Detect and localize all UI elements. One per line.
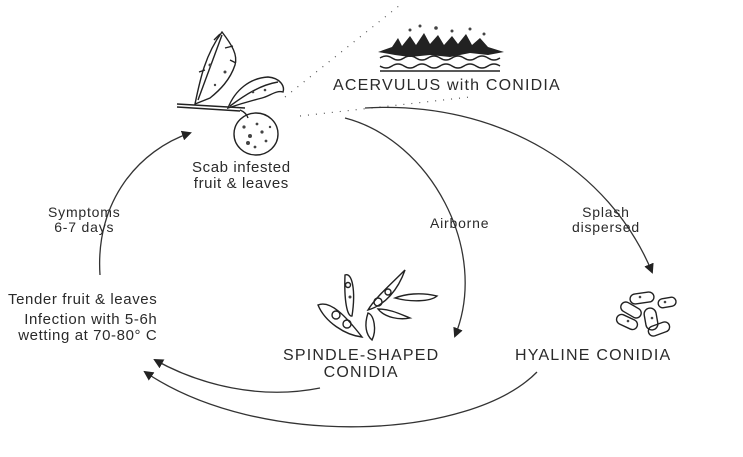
symptoms-line1: Symptoms (48, 204, 121, 220)
spindle-conidia-icon (317, 269, 439, 342)
acervulus-label: ACERVULUS with CONIDIA (333, 77, 561, 94)
scab-label-line1: Scab infested (192, 159, 291, 176)
acervulus-icon (378, 24, 504, 72)
airborne-label: Airborne (430, 215, 490, 231)
spindle-shaped-label: SPINDLE-SHAPED CONIDIA (283, 347, 440, 382)
airborne-arrow (344, 117, 466, 338)
tender-fruit-label: Tender fruit & leaves Infection with 5-6… (8, 292, 157, 343)
splash-dispersed-label: Splash dispersed (572, 205, 640, 234)
tender-line2: Infection with 5-6h (24, 310, 158, 328)
splash-line1: Splash (582, 204, 630, 220)
scab-fruit-icon (233, 112, 279, 156)
magnification-dotted-lines (284, 4, 471, 117)
splash-line2: dispersed (572, 218, 640, 235)
hyaline-conidia-icon (615, 291, 677, 337)
hyaline-to-tender-arrow (143, 370, 538, 428)
scab-label-line2: fruit & leaves (193, 174, 289, 192)
tender-line3: wetting at 70-80° C (18, 326, 158, 344)
splash-arrow (364, 106, 654, 274)
spindle-line1: SPINDLE-SHAPED (283, 347, 440, 364)
tender-line1: Tender fruit & leaves (8, 291, 158, 308)
scab-infested-label: Scab infested fruit & leaves (192, 160, 291, 192)
symptoms-label: Symptoms 6-7 days (48, 205, 121, 234)
symptoms-line2: 6-7 days (54, 218, 115, 235)
spindle-to-tender-arrow (153, 359, 321, 393)
spindle-line2: CONIDIA (323, 363, 399, 381)
symptoms-arrow (99, 130, 192, 276)
hyaline-conidia-label: HYALINE CONIDIA (515, 347, 672, 364)
infested-branch-icon (176, 30, 285, 119)
